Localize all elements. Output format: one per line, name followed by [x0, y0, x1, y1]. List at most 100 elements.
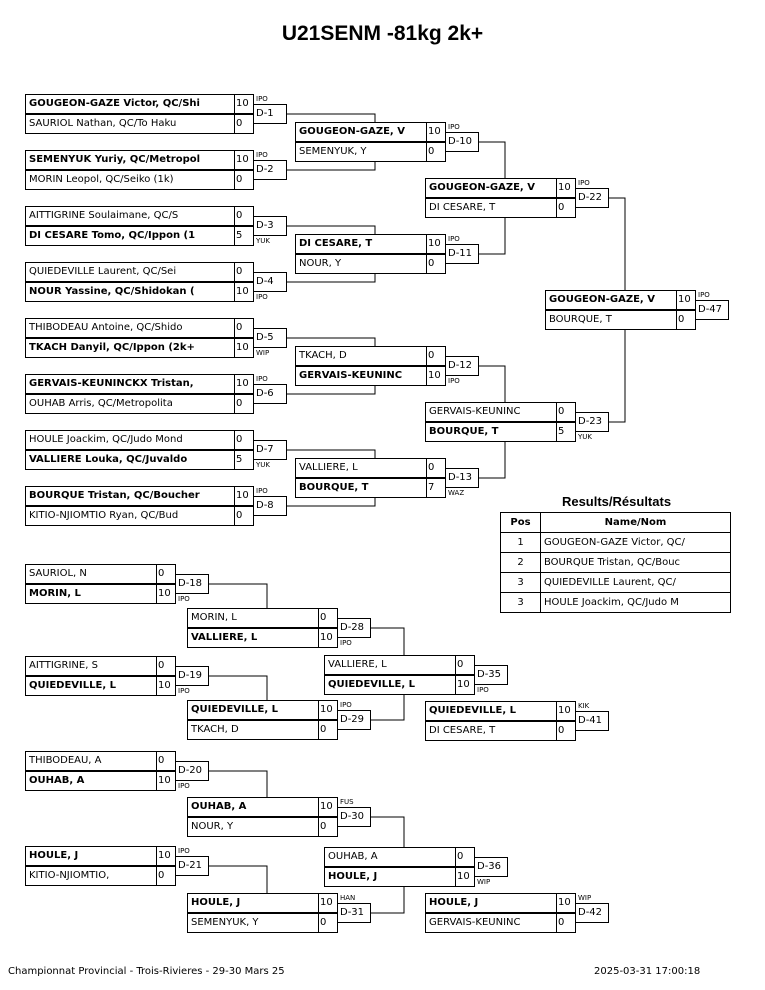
win-method-tag: WIP: [256, 349, 270, 357]
match-number-label: D-22: [575, 188, 609, 208]
match-number-label: D-10: [445, 132, 479, 152]
competitor-score: 10: [156, 584, 176, 604]
bracket-connector: [371, 627, 405, 655]
match-number-label: D-41: [575, 711, 609, 731]
bracket-connector: [209, 675, 268, 700]
bracket-connector: [287, 386, 376, 395]
match-number-label: D-47: [695, 300, 729, 320]
win-method-tag: IPO: [256, 95, 268, 103]
match-number-label: D-12: [445, 356, 479, 376]
results-header-name: Name/Nom: [540, 512, 731, 533]
competitor-name: MORIN Leopol, QC/Seiko (1k): [25, 170, 235, 190]
competitor-score: 0: [156, 564, 176, 584]
match-number-label: D-42: [575, 903, 609, 923]
competitor-score: 10: [234, 338, 254, 358]
competitor-score: 10: [234, 94, 254, 114]
competitor-name: QUIEDEVILLE, L: [25, 676, 157, 696]
competitor-score: 0: [234, 206, 254, 226]
competitor-name: GERVAIS-KEUNINC: [295, 366, 427, 386]
competitor-score: 0: [234, 318, 254, 338]
competitor-score: 5: [556, 422, 576, 442]
match-number-label: D-19: [175, 666, 209, 686]
competitor-name: OUHAB, A: [324, 847, 456, 867]
competitor-name: HOULE, J: [324, 867, 456, 887]
competitor-score: 10: [426, 234, 446, 254]
match-number-label: D-8: [253, 496, 287, 516]
competitor-name: KITIO-NJIOMTIO,: [25, 866, 157, 886]
match-number-label: D-23: [575, 412, 609, 432]
competitor-score: 5: [234, 226, 254, 246]
competitor-name: MORIN, L: [25, 584, 157, 604]
win-method-tag: WIP: [578, 894, 592, 902]
competitor-name: DI CESARE, T: [295, 234, 427, 254]
competitor-score: 0: [234, 506, 254, 526]
competitor-name: GERVAIS-KEUNINC: [425, 402, 557, 422]
competitor-name: DI CESARE, T: [425, 721, 557, 741]
bracket-connector: [479, 442, 506, 479]
competitor-name: GERVAIS-KEUNINCKX Tristan,: [25, 374, 235, 394]
competitor-name: QUIEDEVILLE, L: [187, 700, 319, 720]
bracket-connector: [609, 330, 626, 423]
competitor-name: GOUGEON-GAZE, V: [295, 122, 427, 142]
bracket-connector: [287, 498, 376, 507]
win-method-tag: IPO: [340, 701, 352, 709]
win-method-tag: IPO: [178, 782, 190, 790]
competitor-score: 10: [234, 282, 254, 302]
competitor-name: OUHAB, A: [25, 771, 157, 791]
bracket-connector: [371, 887, 405, 914]
competitor-score: 0: [455, 847, 475, 867]
results-row: 2 BOURQUE Tristan, QC/Bouc: [500, 552, 731, 573]
competitor-name: TKACH Danyil, QC/Ippon (2k+: [25, 338, 235, 358]
competitor-name: GOUGEON-GAZE, V: [545, 290, 677, 310]
competitor-score: 10: [234, 374, 254, 394]
competitor-score: 10: [455, 675, 475, 695]
competitor-name: NOUR, Y: [187, 817, 319, 837]
competitor-score: 0: [676, 310, 696, 330]
competitor-name: SEMENYUK, Y: [295, 142, 427, 162]
competitor-score: 0: [156, 656, 176, 676]
competitor-name: NOUR, Y: [295, 254, 427, 274]
bracket-connector: [479, 141, 506, 178]
win-method-tag: IPO: [256, 151, 268, 159]
match-number-label: D-29: [337, 710, 371, 730]
match-number-label: D-1: [253, 104, 287, 124]
competitor-name: AITTIGRINE Soulaimane, QC/S: [25, 206, 235, 226]
match-number-label: D-6: [253, 384, 287, 404]
results-pos: 3: [500, 572, 541, 593]
match-number-label: D-13: [445, 468, 479, 488]
win-method-tag: IPO: [178, 595, 190, 603]
win-method-tag: YUK: [256, 237, 270, 245]
competitor-name: TKACH, D: [187, 720, 319, 740]
competitor-score: 0: [556, 198, 576, 218]
competitor-score: 0: [426, 458, 446, 478]
match-number-label: D-4: [253, 272, 287, 292]
